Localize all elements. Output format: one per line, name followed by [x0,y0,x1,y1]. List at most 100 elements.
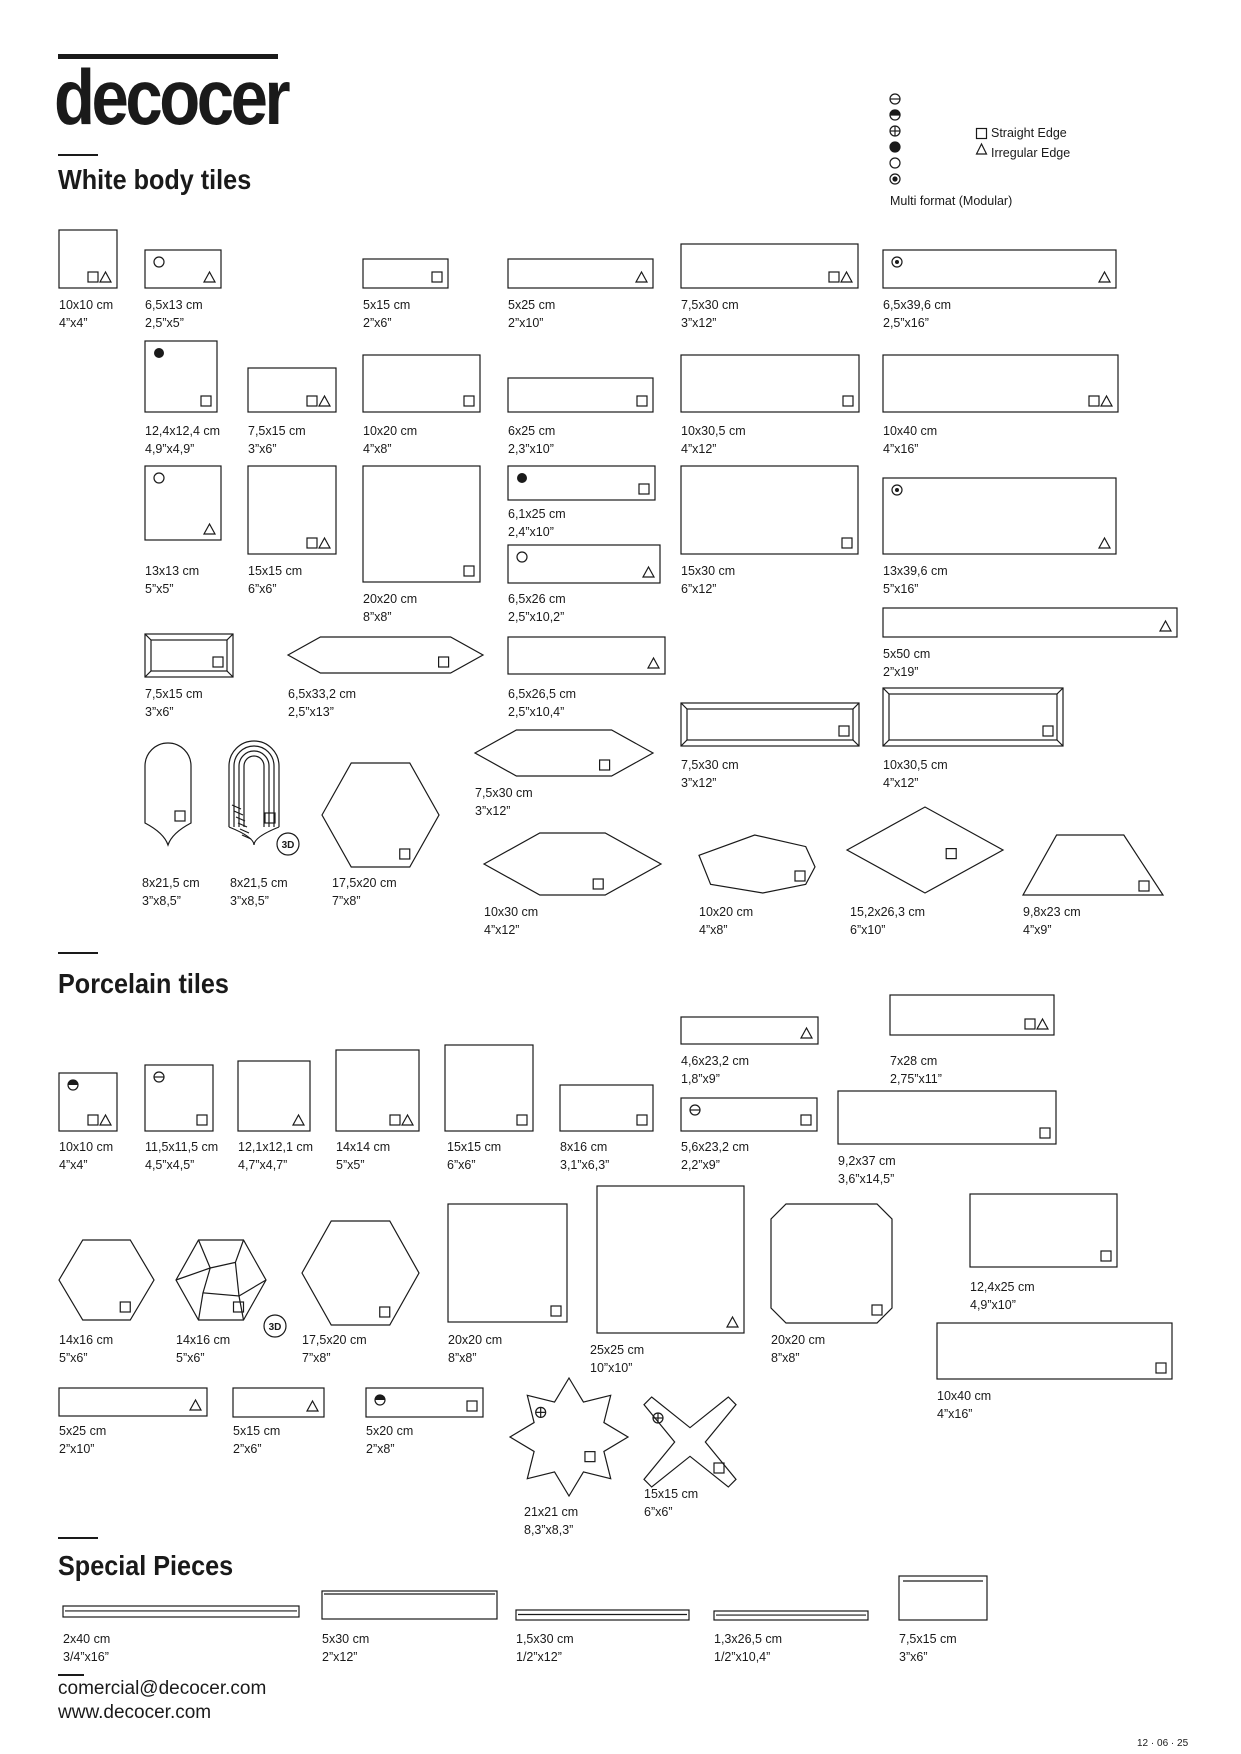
tile-size-inches: 2,5”x10,2” [508,610,565,624]
tile-size-cm: 15x15 cm [447,1140,502,1154]
tile-drawing: 3D [228,740,300,856]
tile-size-inches: 4”x8” [363,442,392,456]
tile-size-cm: 7x28 cm [890,1054,938,1068]
tile-size-inches: 1,8”x9” [681,1072,720,1086]
tile-drawing [680,1016,819,1045]
tile-size-cm: 14x14 cm [336,1140,391,1154]
legend-straight-edge: Straight Edge [991,126,1067,140]
tile-size-cm: 1,5x30 cm [516,1632,574,1646]
section-title-porcelain: Porcelain tiles [58,968,229,999]
contact-email[interactable]: comercial@decocer.com [58,1678,267,1699]
tile-size-inches: 7”x8” [302,1351,331,1365]
tile-drawing [58,1239,155,1321]
tile-size-inches: 2,5”x5” [145,316,184,330]
tile-drawing [698,834,816,894]
tile-size-inches: 4,5”x4,5” [145,1158,195,1172]
tile-drawing [969,1193,1118,1268]
tile-size-inches: 3”x8,5” [142,894,181,908]
straight-edge-icon [975,127,988,140]
tile-size-inches: 4”x12” [883,776,919,790]
section-title-white-body: White body tiles [58,164,252,195]
tile-size-inches: 3/4”x16” [63,1650,109,1664]
tile-size-inches: 6”x6” [447,1158,476,1172]
tile-size-inches: 3”x8,5” [230,894,269,908]
tile-size-inches: 1/2”x10,4” [714,1650,771,1664]
tile-drawing [362,465,481,583]
tile-size-cm: 10x30,5 cm [883,758,948,772]
tile-size-cm: 7,5x30 cm [475,786,533,800]
tile-size-inches: 5”x6” [176,1351,205,1365]
tile-drawing [321,762,440,868]
tile-size-cm: 10x20 cm [699,905,754,919]
tile-drawing [643,1396,737,1488]
tile-size-cm: 5x15 cm [363,298,411,312]
tile-size-cm: 13x13 cm [145,564,200,578]
tile-size-inches: 2,5”x13” [288,705,334,719]
finish-icon-empty [889,157,901,169]
tile-size-cm: 10x10 cm [59,1140,114,1154]
section-rule [58,154,98,156]
tile-drawing [507,377,654,413]
tile-size-cm: 9,8x23 cm [1023,905,1081,919]
tile-drawing [144,465,222,541]
tile-drawing [362,258,449,289]
tile-size-inches: 3,6”x14,5” [838,1172,895,1186]
tile-size-inches: 2”x12” [322,1650,358,1664]
tile-size-cm: 9,2x37 cm [838,1154,896,1168]
tile-size-inches: 3,1”x6,3” [560,1158,610,1172]
tile-drawing [144,742,192,847]
tile-drawing [362,354,481,413]
tile-drawing [482,832,663,896]
section-rule [58,1537,98,1539]
tile-size-cm: 10x30 cm [484,905,539,919]
tile-drawing [837,1090,1057,1145]
tile-drawing [680,354,860,413]
tile-drawing [144,1064,214,1132]
tile-size-cm: 12,4x12,4 cm [145,424,221,438]
finish-legend-icons [889,93,901,185]
tile-size-inches: 6”x6” [248,582,277,596]
tile-size-cm: 8x21,5 cm [230,876,288,890]
tile-size-cm: 7,5x30 cm [681,758,739,772]
tile-size-inches: 8”x8” [448,1351,477,1365]
tile-size-cm: 5x30 cm [322,1632,370,1646]
tile-drawing [335,1049,420,1132]
section-title-special: Special Pieces [58,1550,234,1581]
contact-website[interactable]: www.decocer.com [58,1702,212,1723]
tile-drawing [232,1387,325,1418]
tile-drawing [845,806,1005,894]
tile-size-cm: 7,5x15 cm [145,687,203,701]
tile-size-cm: 8x16 cm [560,1140,608,1154]
tile-drawing [237,1060,311,1132]
tile-size-inches: 4”x8” [699,923,728,937]
tile-size-inches: 4”x16” [883,442,919,456]
tile-drawing [144,249,222,289]
tile-drawing [507,636,666,675]
badge-3d: 3D [269,1322,282,1333]
finish-icon-half-filled [889,109,901,121]
irregular-edge-icon [975,142,988,155]
tile-drawing [596,1185,745,1334]
tile-size-inches: 2,5”x10,4” [508,705,565,719]
finish-icon-half-minus [889,93,901,105]
tile-size-cm: 6,5x26,5 cm [508,687,577,701]
badge-3d: 3D [282,840,295,851]
tile-size-inches: 4,9”x4,9” [145,442,195,456]
tile-size-inches: 4”x4” [59,316,88,330]
tile-size-cm: 5x25 cm [508,298,556,312]
tile-size-inches: 6”x10” [850,923,886,937]
tile-size-cm: 12,4x25 cm [970,1280,1035,1294]
tile-drawing [770,1203,893,1324]
tile-size-inches: 7”x8” [332,894,361,908]
tile-size-cm: 10x10 cm [59,298,114,312]
tile-drawing [936,1322,1173,1380]
tile-size-cm: 2x40 cm [63,1632,111,1646]
tile-size-inches: 3”x12” [475,804,511,818]
tile-drawing [507,544,661,584]
tile-size-inches: 2”x8” [366,1442,395,1456]
tile-drawing [507,258,654,289]
tile-drawing [58,229,118,289]
tile-size-inches: 8”x8” [771,1351,800,1365]
tile-size-cm: 20x20 cm [771,1333,826,1347]
tile-size-cm: 17,5x20 cm [332,876,397,890]
